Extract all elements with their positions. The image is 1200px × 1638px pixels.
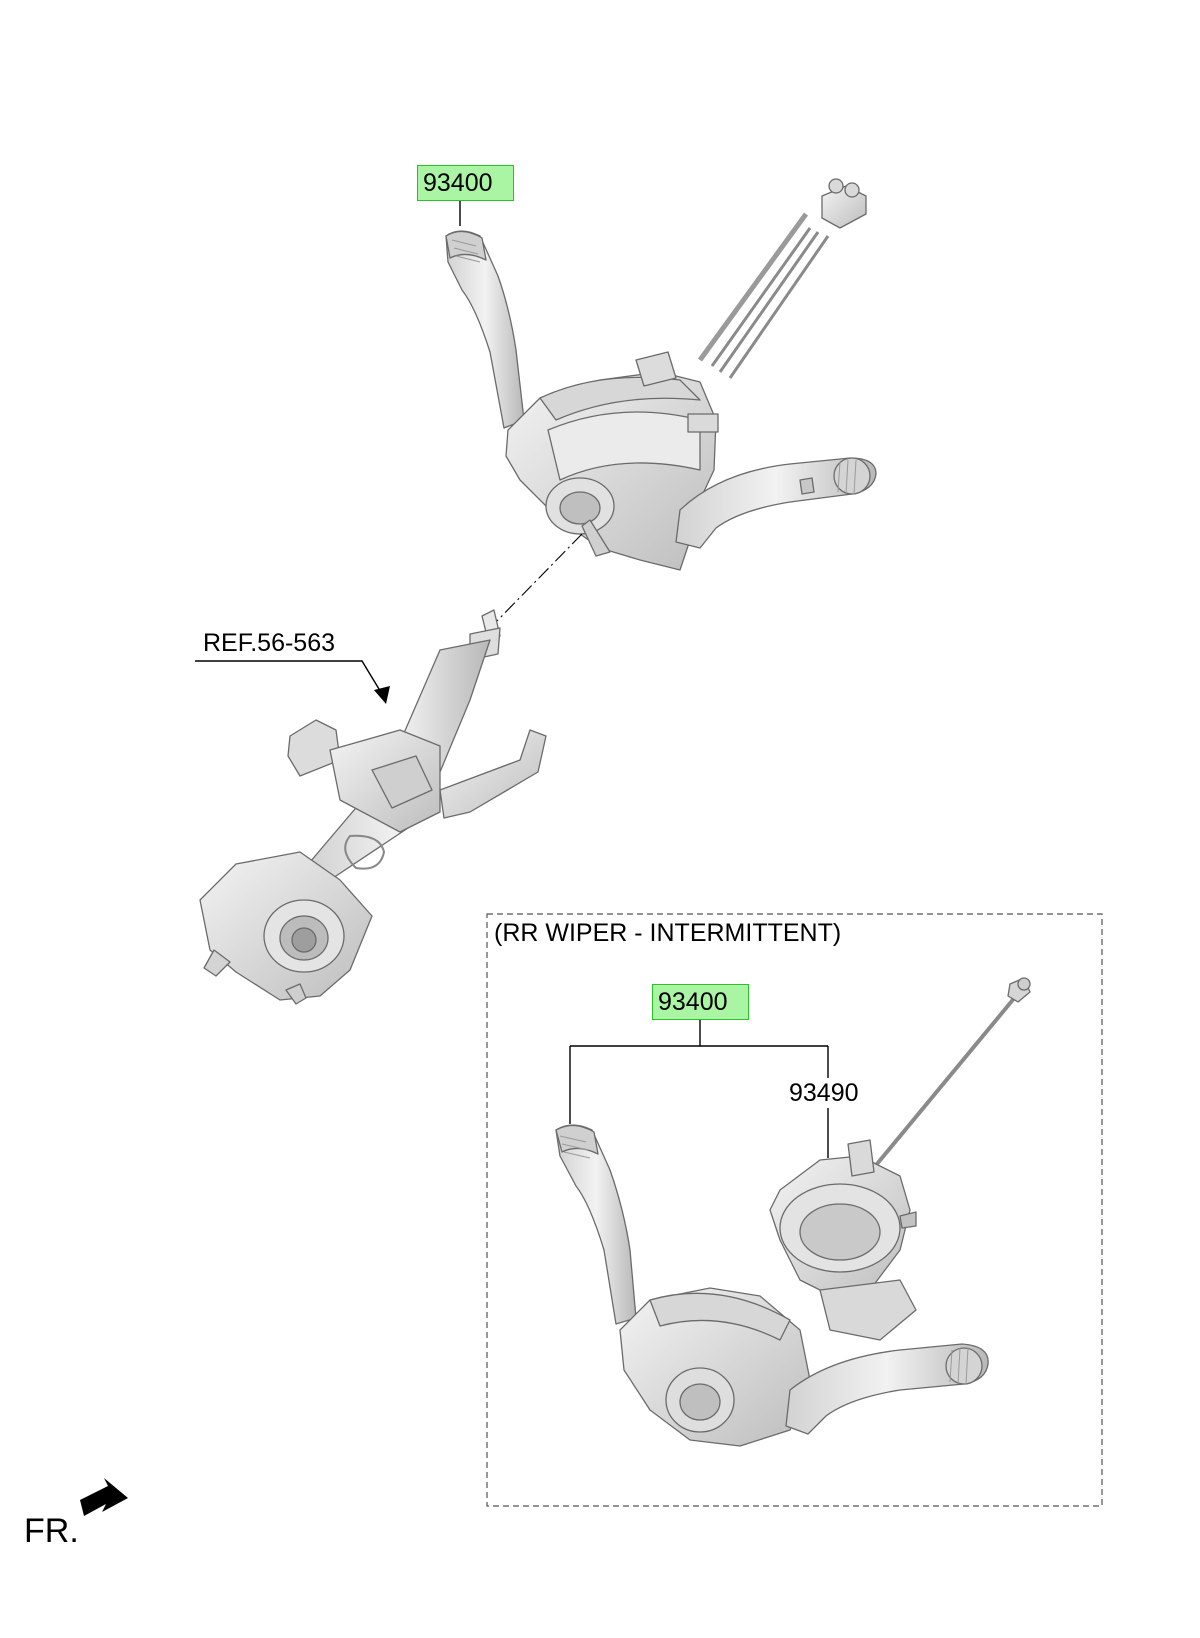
ref-leader (195, 660, 383, 695)
front-orientation-label: FR. (24, 1512, 79, 1550)
center-line (493, 533, 583, 625)
ref-label[interactable]: REF.56-563 (203, 629, 336, 657)
part-label-93490[interactable]: 93490 (789, 1079, 859, 1107)
top-multifunction-switch (445, 178, 877, 571)
part-label-93400-inset[interactable]: 93400 (652, 984, 749, 1020)
part-label-93400-top[interactable]: 93400 (417, 165, 514, 201)
inset-switch-part (555, 1124, 989, 1447)
clock-spring-part (769, 977, 1031, 1341)
fr-arrow (80, 1478, 128, 1516)
inset-title: (RR WIPER - INTERMITTENT) (494, 919, 842, 947)
steering-column (199, 609, 547, 1005)
inset-frame (486, 913, 1103, 1507)
ref-arrowhead (374, 686, 390, 704)
inset-leader (569, 1020, 829, 1158)
